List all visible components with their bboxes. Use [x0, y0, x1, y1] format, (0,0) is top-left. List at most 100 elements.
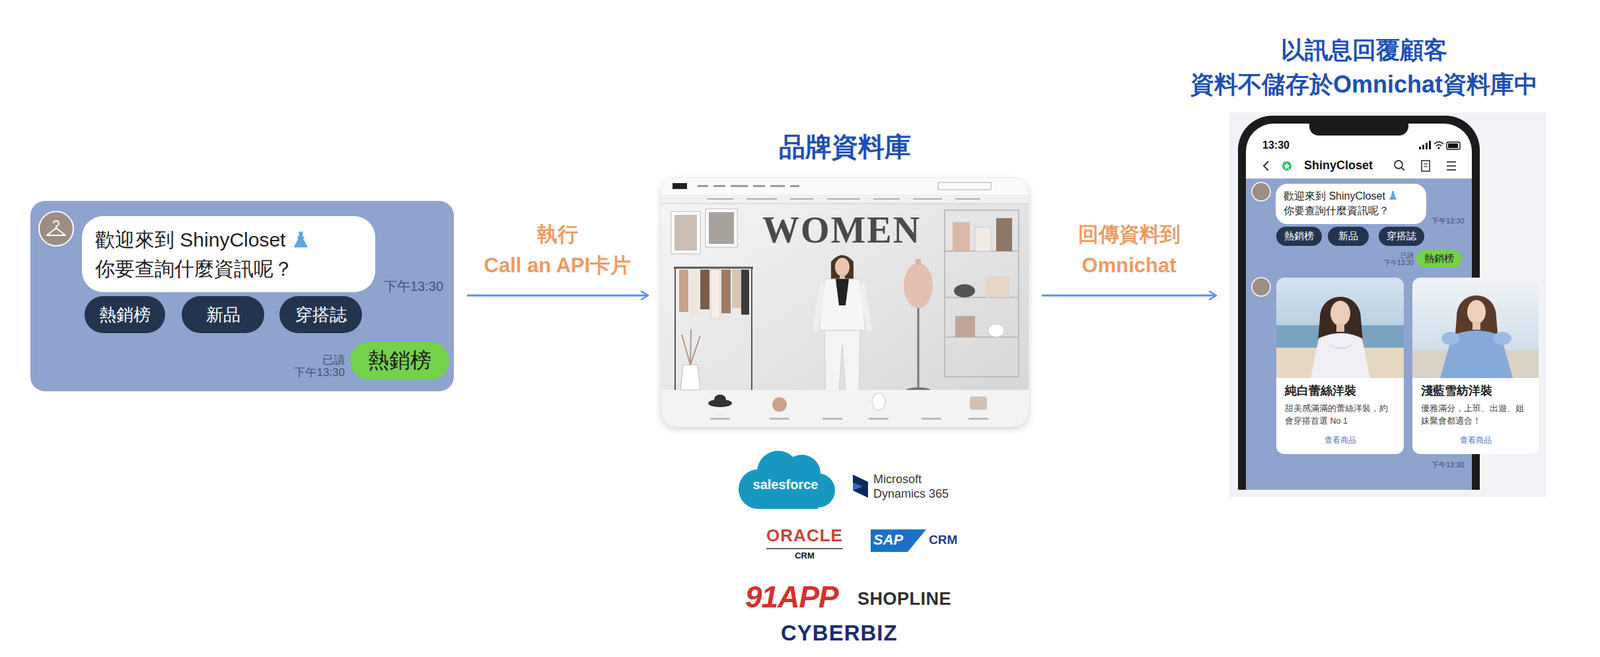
phone-mockup-art — [1423, 163, 1428, 164]
sap-logo — [870, 529, 927, 552]
card-title: 純白蕾絲洋裝 — [1284, 383, 1396, 399]
oracle-logo — [766, 548, 843, 549]
website-illustration — [661, 389, 1029, 427]
website-illustration — [710, 417, 989, 420]
logo-text: CRM — [928, 532, 958, 548]
card-description: 甜美感滿滿的蕾絲洋裝，約會穿搭首選 No 1 — [1284, 402, 1396, 427]
website-illustration — [944, 210, 1019, 377]
read-receipt: 已讀 下午13:30 — [1383, 251, 1414, 267]
phone-mockup-art — [1245, 178, 1472, 180]
website-illustration — [661, 178, 1029, 427]
website-illustration — [872, 393, 886, 411]
website-illustration — [975, 227, 991, 252]
website-illustration — [790, 184, 800, 187]
website-illustration — [741, 269, 750, 315]
dress-icon — [1387, 190, 1398, 201]
chat-background — [30, 200, 454, 392]
message-text: 熱銷榜 — [367, 346, 432, 376]
website-illustration — [721, 269, 731, 314]
dynamics-logo — [852, 474, 869, 498]
website-illustration — [705, 208, 738, 248]
dynamics-logo — [852, 474, 869, 498]
dress-icon — [293, 231, 308, 248]
website-illustration — [955, 198, 981, 200]
phone-mockup-art — [1418, 146, 1421, 150]
chat-background — [30, 200, 454, 392]
card-description: 優雅滿分，上班、出遊、姐妹聚會都適合！ — [1420, 402, 1530, 427]
website-illustration — [822, 417, 843, 420]
timestamp: 下午13:30 — [1431, 216, 1465, 226]
avatar-icon — [38, 211, 74, 246]
chat-bubble: 歡迎來到 ShinyCloset 你要查詢什麼資訊呢？ — [1275, 183, 1427, 224]
button-label: 穿搭誌 — [295, 303, 347, 327]
product-card: 純白蕾絲洋裝甜美感滿滿的蕾絲洋裝，約會穿搭首選 No 1查看商品 — [1276, 277, 1404, 454]
phone-mockup-art — [1437, 146, 1440, 149]
website-illustration — [985, 276, 1010, 298]
bubble-text: 歡迎來到 ShinyCloset 你要查詢什麼資訊呢？ — [1283, 188, 1398, 219]
logo-text: Microsoft Dynamics 365 — [873, 472, 949, 501]
quick-reply-button: 穿搭誌 — [279, 295, 363, 333]
website-illustration — [968, 417, 989, 420]
website-illustration — [969, 396, 987, 410]
dress-icon — [1389, 191, 1397, 201]
website-illustration — [827, 198, 861, 200]
website-illustration — [912, 198, 943, 200]
section-heading: 以訊息回覆顧客 資料不儲存於Omnichat資料庫中 — [1163, 33, 1565, 102]
website-illustration — [661, 203, 1029, 205]
website-illustration — [710, 269, 721, 319]
quick-reply-button: 新品 — [181, 295, 265, 333]
website-illustration — [679, 269, 689, 312]
phone-mockup-art — [1263, 161, 1269, 171]
website-illustration — [673, 266, 754, 269]
edge-label: 執行 Call an API卡片 — [484, 219, 632, 281]
phone-mockup-art — [1428, 140, 1431, 150]
bubble-text: 歡迎來到 ShinyCloset 你要查詢什麼資訊呢？ — [95, 225, 310, 283]
website-illustration — [772, 397, 787, 412]
logo-text: ORACLE — [759, 525, 850, 546]
button-label: 熱銷榜 — [1284, 229, 1314, 243]
phone-mockup-art — [1421, 160, 1430, 172]
website-illustration — [731, 269, 742, 308]
oracle-logo — [766, 547, 843, 549]
website-illustration — [700, 269, 710, 310]
phone-mockup-art — [1418, 140, 1431, 150]
user-message: 熱銷榜 — [1416, 249, 1462, 268]
sap-logo — [870, 529, 927, 552]
phone-mockup-art — [1446, 165, 1456, 167]
quick-reply-button: 穿搭誌 — [1378, 226, 1425, 246]
read-receipt: 已讀 下午13:30 — [293, 354, 345, 379]
button-label: 新品 — [1338, 229, 1359, 243]
edge-label: 回傳資料到 Omnichat — [1078, 219, 1181, 281]
website-illustration — [671, 211, 701, 254]
status-time: 13:30 — [1262, 139, 1290, 152]
quick-reply-button: 熱銷榜 — [84, 295, 166, 333]
logo-text: CRM — [759, 550, 850, 561]
user-message: 熱銷榜 — [350, 341, 450, 380]
flow-arrow — [1041, 294, 1217, 297]
phone-mockup-art — [1251, 182, 1271, 201]
logo-text: SHOPLINE — [857, 587, 952, 610]
timestamp: 下午13:30 — [1431, 459, 1465, 470]
phone-mockup-art — [1401, 167, 1405, 171]
quick-reply-button: 新品 — [1327, 226, 1369, 246]
logo-text: 91APP — [745, 580, 839, 614]
website-illustration — [873, 198, 900, 200]
website-illustration — [672, 182, 688, 189]
website-illustration — [988, 323, 1005, 337]
website-illustration — [815, 282, 824, 331]
website-illustration — [753, 184, 765, 187]
website-illustration — [790, 198, 814, 200]
website-illustration — [746, 198, 777, 200]
website-illustration — [955, 315, 976, 337]
website-illustration — [952, 221, 970, 252]
phone-mockup-art — [1446, 169, 1456, 171]
website-illustration — [674, 267, 676, 390]
website-illustration — [706, 198, 734, 200]
chat-screenshot: 下午13:30已讀 下午13:30歡迎來到 ShinyCloset 你要查詢什麼… — [30, 200, 454, 392]
logo-text: CYBERBIZ — [780, 620, 898, 645]
website-illustration — [708, 212, 734, 244]
phone-mockup-art — [1446, 142, 1460, 150]
website-illustration — [953, 284, 976, 298]
button-label: 熱銷榜 — [99, 303, 151, 327]
website-illustration — [996, 218, 1013, 252]
